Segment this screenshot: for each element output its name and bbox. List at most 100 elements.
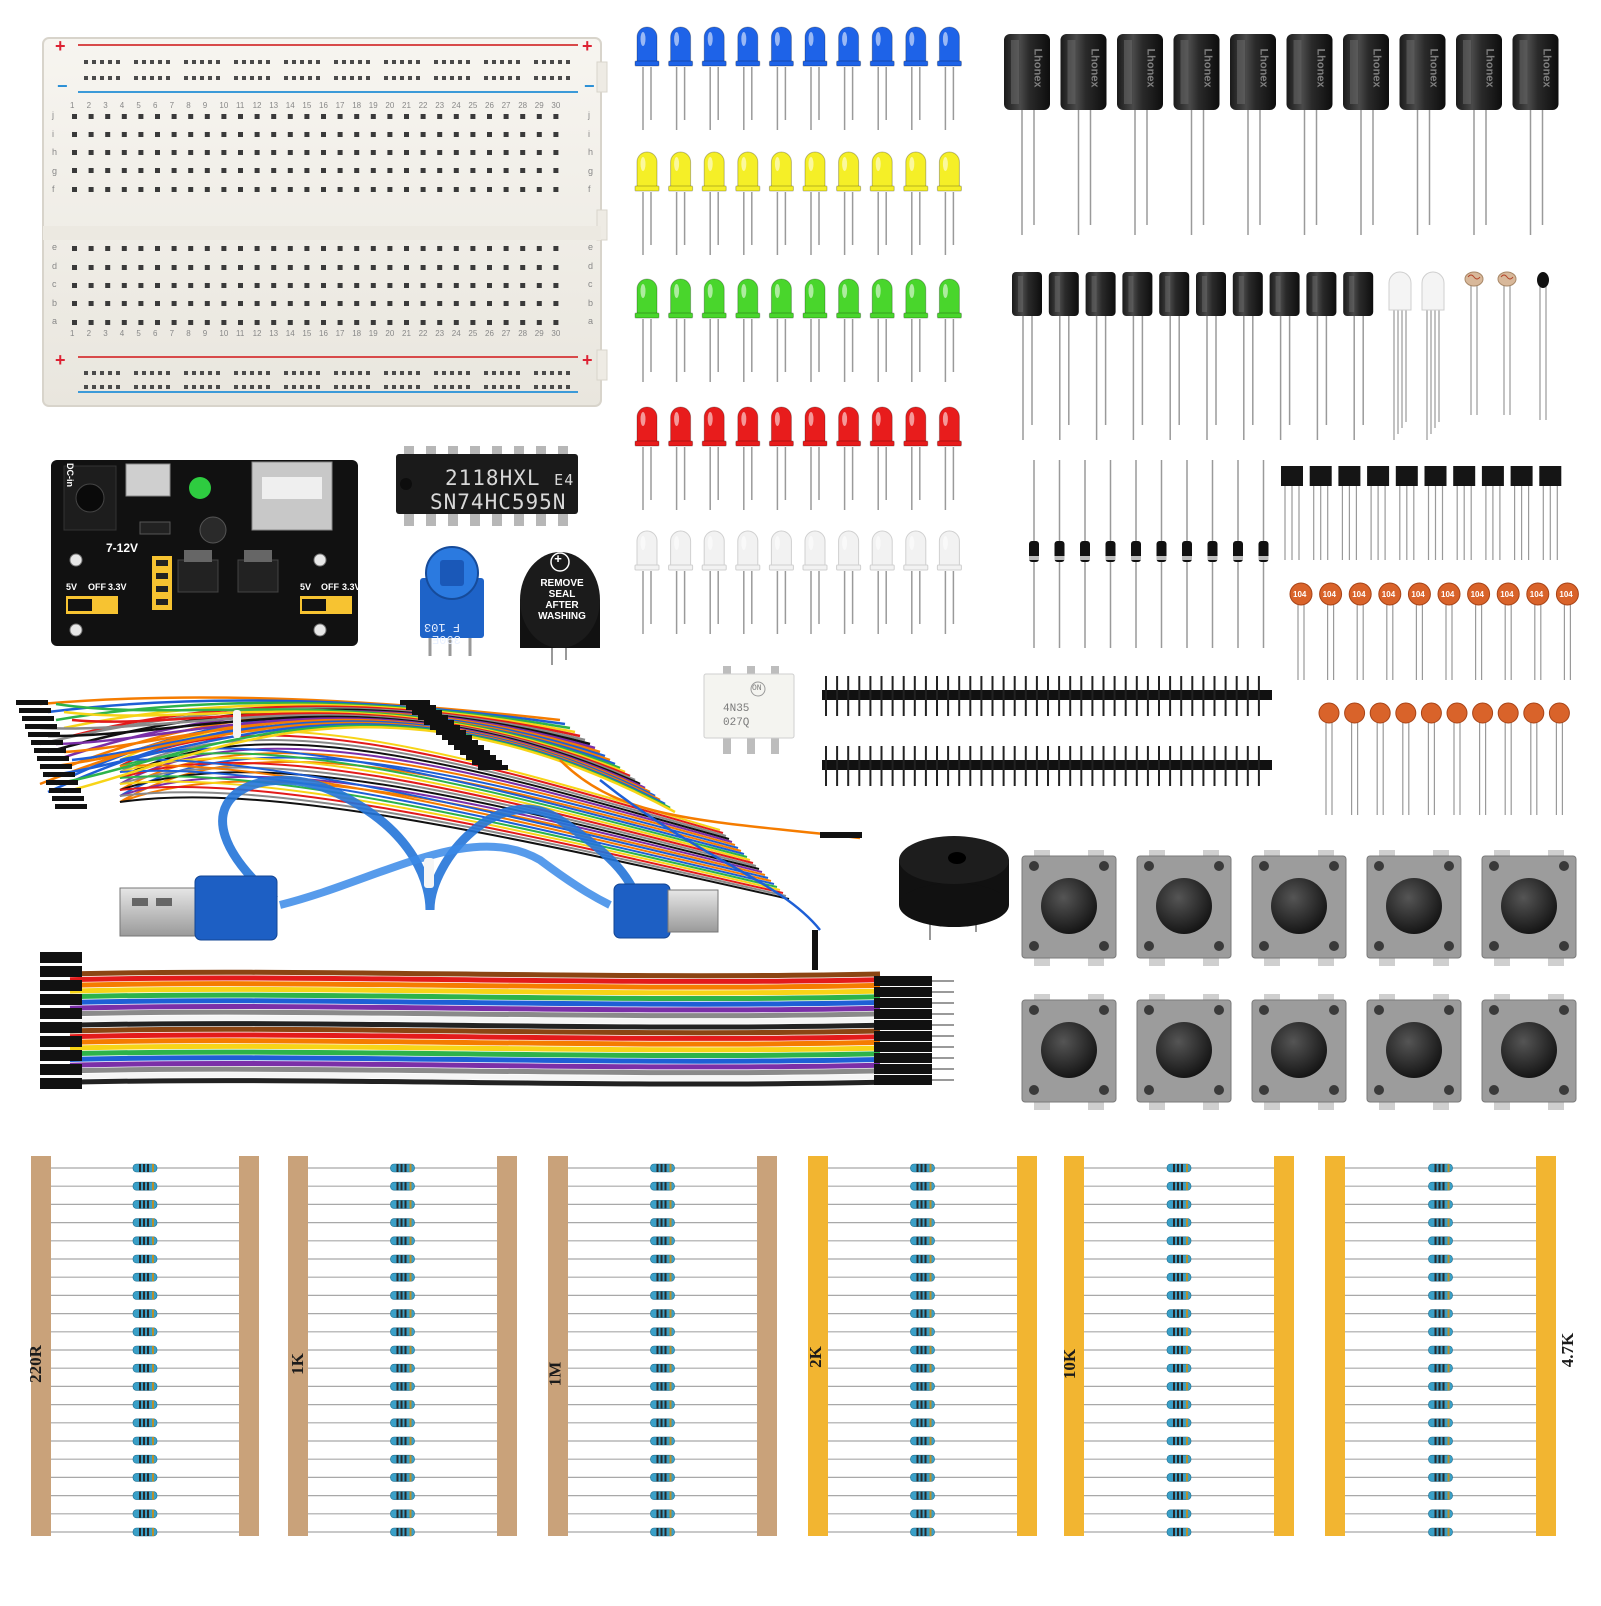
breadboard-hole bbox=[287, 114, 293, 119]
power-module bbox=[51, 460, 358, 646]
breadboard-rail-hole bbox=[308, 76, 312, 80]
passive-buzzer-bottom bbox=[899, 883, 1009, 927]
button-leg bbox=[1379, 994, 1395, 1004]
resistor-band bbox=[404, 1182, 407, 1191]
breadboard-rail-hole bbox=[108, 60, 112, 64]
resistor-band bbox=[1177, 1291, 1179, 1300]
resistor-band bbox=[1173, 1400, 1175, 1409]
capacitor-stripe bbox=[1067, 40, 1076, 104]
breadboard-rail-hole bbox=[342, 76, 346, 80]
dupont-male-housing bbox=[874, 1042, 932, 1052]
breadboard-rail-hole bbox=[192, 385, 196, 389]
breadboard-column-number: 4 bbox=[119, 101, 125, 110]
chip-notch bbox=[400, 478, 412, 490]
capacitor-stripe bbox=[1238, 276, 1244, 312]
breadboard-rail-hole bbox=[300, 76, 304, 80]
breadboard-hole bbox=[437, 246, 443, 251]
resistor-band bbox=[404, 1309, 407, 1318]
led-rim bbox=[768, 564, 794, 571]
breadboard-rail-hole bbox=[534, 371, 538, 375]
resistor-band bbox=[147, 1473, 149, 1482]
resistor-band bbox=[152, 1200, 154, 1209]
dc-jack-hole bbox=[75, 483, 105, 513]
resistor-band bbox=[924, 1473, 927, 1482]
resistor-band bbox=[1438, 1346, 1441, 1354]
button-leg bbox=[1203, 956, 1219, 966]
breadboard-hole bbox=[238, 150, 243, 155]
breadboard-rail-hole bbox=[550, 371, 554, 375]
resistor-band bbox=[669, 1491, 672, 1500]
resistor-band bbox=[1447, 1327, 1450, 1336]
resistor-band bbox=[409, 1273, 412, 1282]
breadboard-hole bbox=[254, 132, 260, 137]
resistor-band bbox=[916, 1455, 919, 1464]
dupont-female-housing bbox=[40, 1036, 82, 1047]
dupont-female-housing bbox=[40, 980, 82, 991]
led-blue bbox=[938, 26, 960, 64]
resistor-band bbox=[1447, 1255, 1450, 1263]
breadboard-row-letter: c bbox=[52, 279, 57, 289]
resistor-band bbox=[929, 1382, 932, 1391]
jumper-wire bbox=[119, 769, 775, 885]
breadboard-rail-hole bbox=[92, 76, 96, 80]
breadboard-hole bbox=[536, 320, 542, 325]
breadboard-rail-hole bbox=[200, 385, 204, 389]
capacitor-brand: Lhonex bbox=[1370, 48, 1383, 88]
resistor-band bbox=[1173, 1528, 1175, 1536]
dupont-male-housing bbox=[874, 998, 932, 1008]
tactile-button-cap bbox=[1386, 878, 1442, 934]
resistor-band bbox=[396, 1200, 399, 1209]
resistor-band bbox=[1442, 1200, 1445, 1209]
breadboard-rail-hole bbox=[116, 371, 120, 375]
breadboard-hole bbox=[470, 150, 476, 155]
breadboard-rail-hole bbox=[542, 371, 546, 375]
breadboard-rail-hole bbox=[342, 371, 346, 375]
led-rim bbox=[903, 185, 929, 192]
jumper-plug bbox=[406, 705, 436, 710]
breadboard-rail-hole bbox=[400, 60, 404, 64]
led-rim bbox=[802, 185, 828, 192]
resistor-card-left-strip bbox=[31, 1156, 51, 1536]
breadboard-column-number: 5 bbox=[136, 101, 141, 110]
breadboard-rail-hole bbox=[84, 385, 88, 389]
breadboard-hole bbox=[470, 114, 476, 119]
resistor-band bbox=[139, 1218, 141, 1227]
breadboard-rail-hole bbox=[200, 76, 204, 80]
breadboard-row-letter: a bbox=[588, 316, 594, 326]
breadboard-column-number: 5 bbox=[136, 329, 141, 338]
resistor-band bbox=[1181, 1327, 1183, 1336]
resistor-band bbox=[152, 1528, 154, 1536]
breadboard-hole bbox=[437, 283, 443, 288]
resistor-band bbox=[1442, 1473, 1445, 1482]
resistor-band bbox=[669, 1236, 672, 1245]
breadboard-row-letter: b bbox=[588, 297, 594, 308]
breadboard-hole bbox=[271, 320, 277, 325]
tactile-button-corner bbox=[1099, 1005, 1109, 1015]
jumper-plug bbox=[400, 700, 430, 705]
resistor-band bbox=[1442, 1491, 1445, 1500]
breadboard-hole bbox=[453, 246, 459, 251]
breadboard-rail-hole bbox=[458, 371, 462, 375]
resistor-band bbox=[139, 1509, 141, 1518]
breadboard-hole bbox=[536, 283, 542, 288]
optocoupler bbox=[703, 666, 795, 754]
resistor-band bbox=[1181, 1437, 1183, 1445]
resistor-band bbox=[400, 1364, 403, 1373]
chip-line1-suffix: E4 bbox=[554, 471, 575, 489]
breadboard-hole bbox=[238, 283, 243, 288]
resistor-band bbox=[404, 1346, 407, 1354]
resistor-label-10k: 10K bbox=[1060, 1348, 1080, 1380]
breadboard-hole bbox=[238, 114, 243, 119]
breadboard-hole bbox=[287, 265, 293, 270]
dupont-male-housing bbox=[874, 987, 932, 997]
capacitor-stripe bbox=[1406, 40, 1415, 104]
resistor-band bbox=[143, 1309, 145, 1318]
breadboard-hole bbox=[354, 187, 360, 192]
button-leg bbox=[1149, 1100, 1165, 1110]
breadboard-hole bbox=[304, 132, 310, 137]
breadboard-hole bbox=[105, 187, 111, 192]
breadboard-hole bbox=[553, 150, 559, 155]
jumper-wire bbox=[119, 730, 721, 831]
resistor-band bbox=[1173, 1236, 1175, 1245]
capacitor-brand: Lhonex bbox=[1483, 48, 1496, 88]
